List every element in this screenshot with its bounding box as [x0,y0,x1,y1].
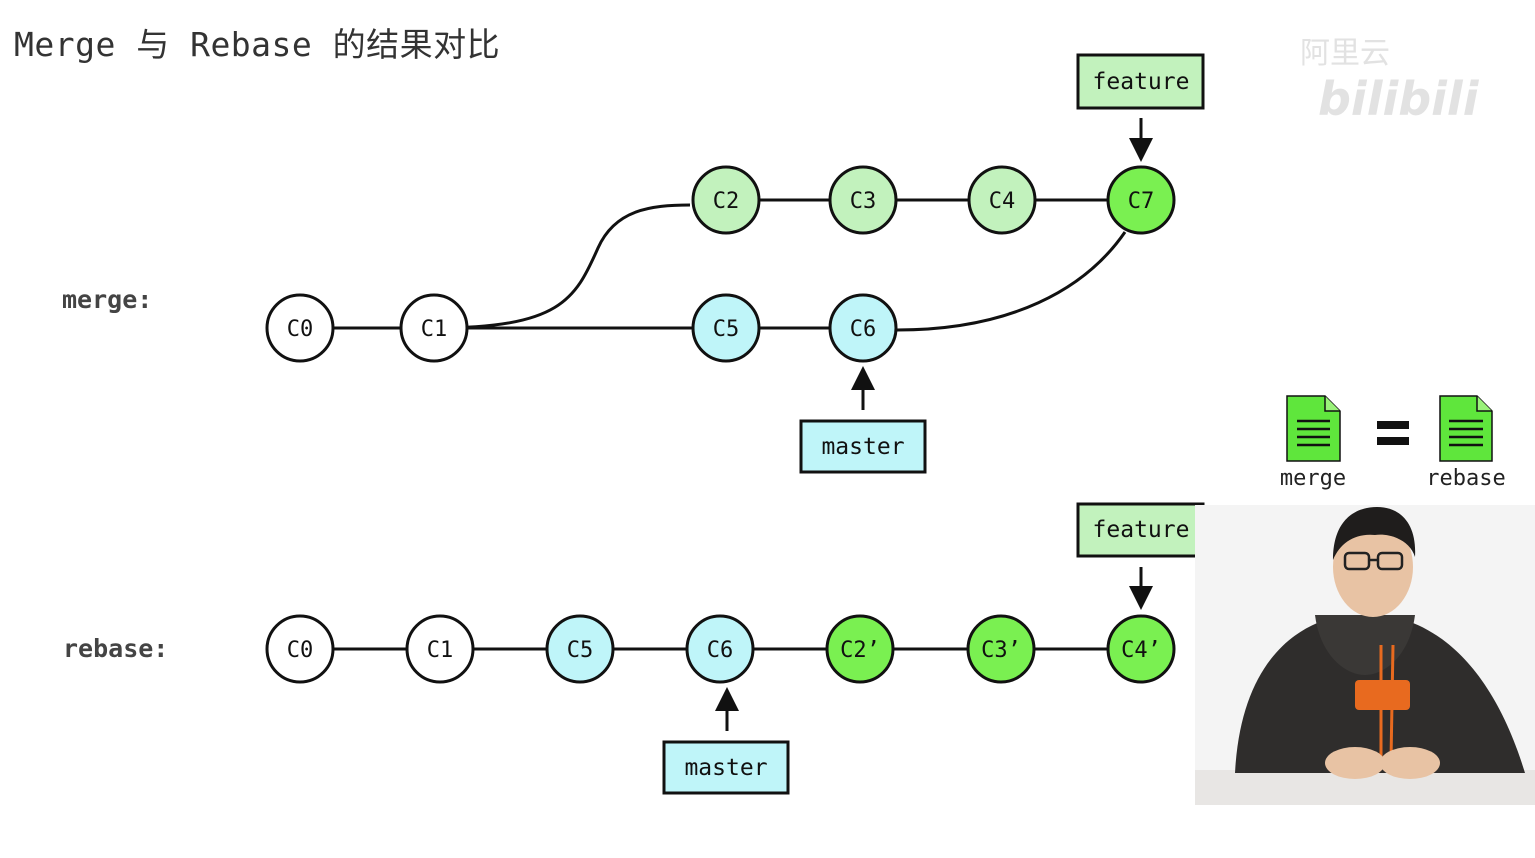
rebase-commit-label: C5 [567,638,594,663]
rebase-commit-circle [825,614,895,684]
merge-commit-circle [265,293,335,363]
merge-commit-node: C4 [967,165,1037,235]
presenter-video [1195,505,1535,805]
merge-commit-node: C6 [828,293,898,363]
merge-feature-tag: feature [1076,53,1205,110]
merge-commit-circle [1106,165,1176,235]
merge-commit-circle [399,293,469,363]
merge-commit-label: C6 [850,317,877,342]
merge-commit-node: C2 [691,165,761,235]
equals-sign-icon [1377,421,1409,445]
rebase-feature-tag-label: feature [1093,517,1190,543]
merge-commit-label: C2 [713,189,740,214]
merge-master-tag-label: master [821,434,904,460]
merge-commit-circle [967,165,1037,235]
rebase-commit-node: C0 [265,614,335,684]
watermark: 阿里云 bilibili [1300,28,1535,126]
rebase-commit-node: C6 [685,614,755,684]
rebase-commit-circle [545,614,615,684]
rebase-document-icon [1439,395,1493,462]
rebase-master-tag-label: master [684,755,767,781]
rebase-commit-node: C5 [545,614,615,684]
merge-commit-circle [691,165,761,235]
presenter-figure [1235,507,1525,779]
merge-commit-label: C7 [1128,189,1155,214]
rebase-commit-label: C6 [707,638,734,663]
rebase-commit-circle [685,614,755,684]
watermark-text: 阿里云 [1300,36,1390,71]
merge-commit-label: C5 [713,317,740,342]
rebase-doc-label: rebase [1426,466,1506,491]
rebase-commit-label: C3’ [981,638,1021,663]
rebase-commit-node: C1 [405,614,475,684]
merge-doc-label: merge [1279,466,1347,491]
rebase-commit-circle [1106,614,1176,684]
merge-commit-node: C1 [399,293,469,363]
rebase-commit-label: C1 [427,638,454,663]
rebase-feature-tag: feature [1076,502,1205,558]
merge-commit-circle [691,293,761,363]
rebase-commit-label: C0 [287,638,314,663]
merge-commit-node: C7 [1106,165,1176,235]
rebase-commit-label: C4’ [1121,638,1161,663]
merge-commit-label: C4 [989,189,1016,214]
rebase-commit-label: C2’ [840,638,880,663]
rebase-row-label: rebase: [63,634,169,663]
merge-commit-circle [828,165,898,235]
rebase-commit-circle [405,614,475,684]
merge-commit-label: C1 [421,317,448,342]
watermark-brand: bilibili [1318,72,1479,126]
merge-row-label: merge: [62,285,153,314]
rebase-commit-circle [966,614,1036,684]
rebase-commit-node: C3’ [966,614,1036,684]
rebase-commit-node: C2’ [825,614,895,684]
merge-commit-circle [828,293,898,363]
rebase-commit-circle [265,614,335,684]
merge-commit-label: C0 [287,317,314,342]
merge-master-tag: master [799,419,927,474]
merge-feature-tag-label: feature [1093,69,1190,95]
edge-c6-c7 [896,231,1127,332]
merge-commit-node: C3 [828,165,898,235]
merge-commit-node: C0 [265,293,335,363]
rebase-master-tag: master [662,740,790,795]
rebase-commit-nodes: C0 C1 C5 C6 C2’ C3’ C4’ [265,614,1176,684]
page-title: Merge 与 Rebase 的结果对比 [14,25,501,64]
edge-c1-c2 [433,203,691,330]
rebase-commit-node: C4’ [1106,614,1176,684]
merge-document-icon [1286,395,1341,462]
merge-commit-node: C5 [691,293,761,363]
merge-commit-label: C3 [850,189,877,214]
